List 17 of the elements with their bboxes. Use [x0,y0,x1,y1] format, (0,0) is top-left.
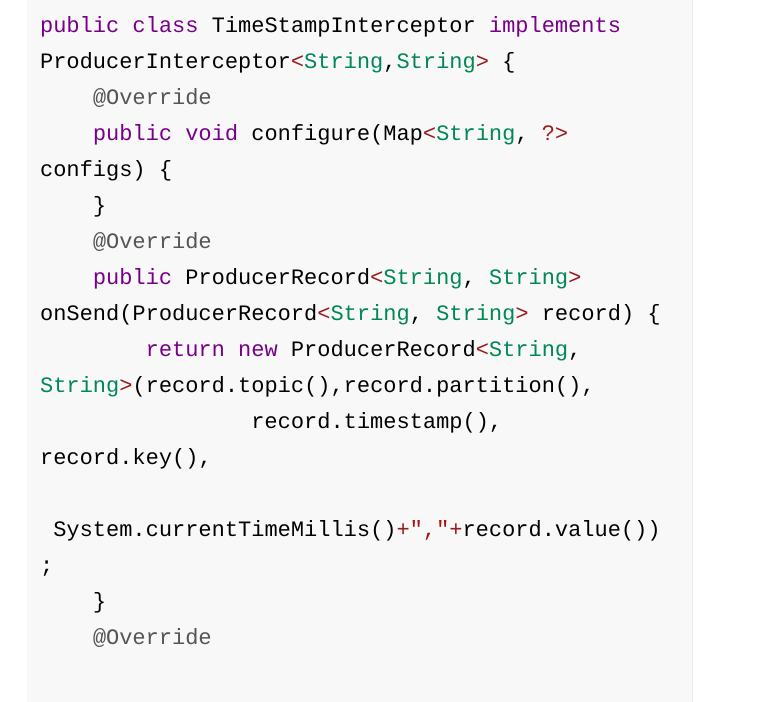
code-line: public class TimeStampInterceptor implements [40,13,621,41]
code-line: @Override [92,229,212,257]
code-line: ; [40,553,54,581]
code-line: onSend(ProducerRecord<String, String> record) { [40,301,661,329]
code-line: public void configure(Map<String, ?> [92,121,568,149]
code-line: String>(record.topic(),record.partition(), [40,373,595,401]
code-line: return new ProducerRecord<String, [144,337,582,365]
code-line: record.timestamp(), [250,409,502,437]
code-line: System.currentTimeMillis()+","+record.value()) [52,517,661,545]
code-line: record.key(), [40,445,212,473]
code-line: } [92,589,106,617]
code-line: public ProducerRecord<String, String> [92,265,582,293]
code-line: @Override [92,625,212,653]
code-line: ProducerInterceptor<String,String> { [40,49,516,77]
code-line: configs) { [40,157,172,185]
code-line: } [92,193,106,221]
code-line: @Override [92,85,212,113]
